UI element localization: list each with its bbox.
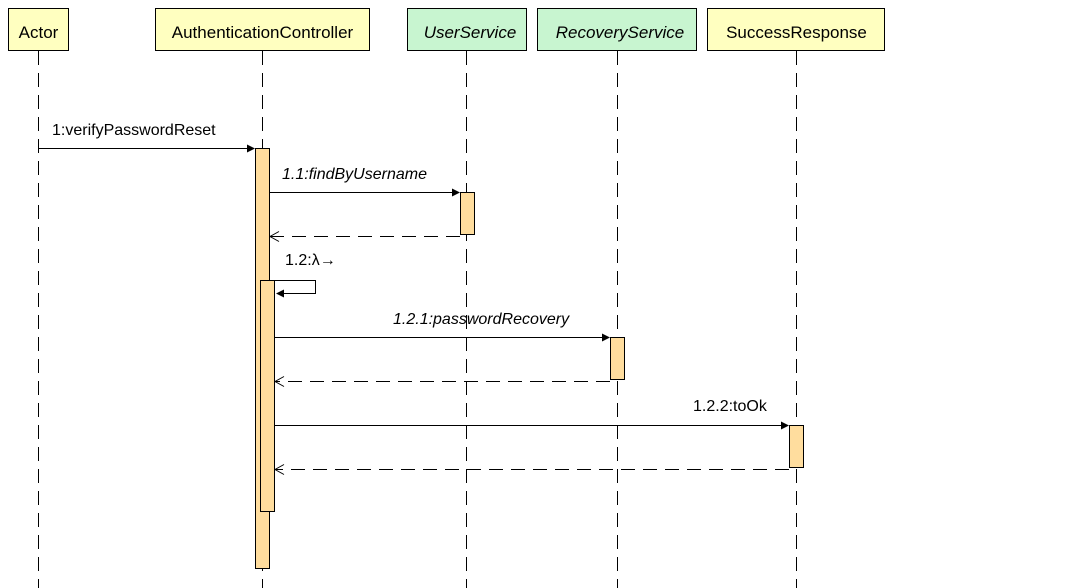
message-find-by-username[interactable]: 1.1:findByUsername — [269, 166, 461, 197]
participant-label-authentication-controller: AuthenticationController — [172, 23, 354, 42]
participant-label-actor: Actor — [19, 23, 59, 42]
message-self-lambda[interactable]: 1.2:λ→ — [269, 252, 336, 298]
message-label: 1.1:findByUsername — [282, 166, 427, 183]
message-label: 1.2:λ→ — [285, 252, 336, 269]
arrowhead-open-icon — [273, 376, 285, 387]
participant-success-response[interactable]: SuccessResponse — [707, 8, 885, 51]
self-call-line — [269, 280, 316, 294]
arrowhead-filled-icon — [781, 421, 789, 430]
activation-success-response — [789, 425, 804, 468]
message-label: 1.2.2:toOk — [693, 398, 768, 415]
participant-actor[interactable]: Actor — [8, 8, 69, 51]
participant-label-user-service: UserService — [424, 23, 517, 42]
activations — [255, 148, 804, 569]
participant-label-recovery-service: RecoveryService — [556, 23, 685, 42]
arrowhead-open-icon — [273, 464, 285, 475]
participant-box-success-response — [707, 8, 885, 51]
message-verify-password-reset[interactable]: 1:verifyPasswordReset — [38, 122, 256, 153]
participant-box-recovery-service — [537, 8, 697, 51]
message-label: 1:verifyPasswordReset — [52, 122, 216, 139]
message-label: 1.2.1:passwordRecovery — [393, 311, 570, 328]
participant-recovery-service[interactable]: RecoveryService — [537, 8, 697, 51]
arrowhead-filled-icon — [247, 144, 255, 153]
return-from-user-service[interactable] — [268, 231, 460, 242]
participant-label-success-response: SuccessResponse — [726, 23, 867, 42]
participant-box-user-service — [407, 8, 527, 51]
participant-box-authentication-controller — [155, 8, 370, 51]
return-from-recovery-service[interactable] — [273, 376, 610, 387]
return-from-success-response[interactable] — [273, 464, 789, 475]
arrowhead-filled-icon — [602, 333, 610, 342]
participant-box-actor — [8, 8, 69, 51]
arrowhead-filled-icon — [276, 289, 284, 298]
message-password-recovery[interactable]: 1.2.1:passwordRecovery — [274, 311, 611, 342]
participant-authentication-controller[interactable]: AuthenticationController — [155, 8, 370, 51]
message-to-ok[interactable]: 1.2.2:toOk — [274, 398, 790, 430]
participant-user-service[interactable]: UserService — [407, 8, 527, 51]
arrowhead-filled-icon — [452, 188, 460, 197]
arrowhead-open-icon — [268, 231, 280, 242]
activation-recovery-service — [610, 337, 625, 380]
activation-user-service — [460, 192, 475, 235]
activation-controller-nested — [260, 280, 275, 512]
